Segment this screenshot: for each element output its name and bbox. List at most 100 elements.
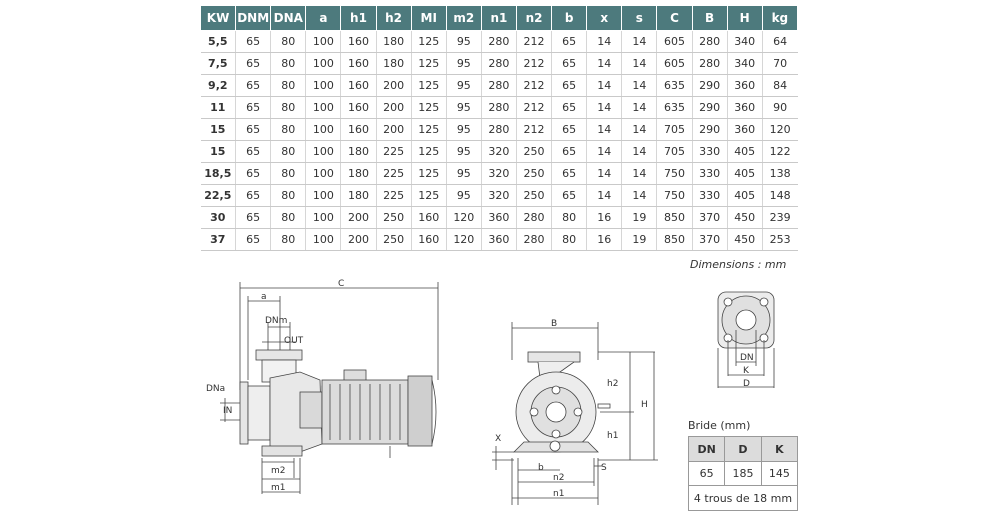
spec-cell: 65 [551, 30, 588, 53]
spec-cell: 370 [692, 206, 728, 229]
spec-cell: 65 [235, 228, 272, 251]
spec-cell: 200 [340, 206, 377, 229]
spec-cell: 65 [235, 184, 272, 207]
spec-cell: 280 [692, 52, 728, 75]
spec-cell: 100 [305, 30, 342, 53]
spec-cell: 64 [762, 30, 798, 53]
spec-cell: 100 [305, 52, 342, 75]
side-view-drawing [220, 282, 439, 494]
spec-cell: 330 [692, 162, 728, 185]
spec-cell: 120 [446, 206, 482, 229]
spec-cell: 635 [656, 96, 693, 119]
spec-cell: 635 [656, 74, 693, 97]
spec-cell: 37 [200, 228, 237, 251]
spec-cell: 80 [270, 228, 307, 251]
spec-cell: 100 [305, 96, 342, 119]
spec-cell: 16 [586, 228, 623, 251]
label-h2: h2 [607, 379, 618, 389]
spec-header-cell: MI [410, 5, 447, 31]
bride-table: DN D K 65 185 145 4 trous de 18 mm [687, 436, 799, 511]
spec-cell: 95 [446, 52, 482, 75]
spec-cell: 212 [516, 118, 553, 141]
spec-cell: 705 [656, 140, 693, 163]
spec-cell: 160 [411, 206, 447, 229]
bride-header-d: D [724, 436, 762, 462]
bride-header-k: K [760, 436, 799, 462]
label-s: S [601, 463, 607, 473]
spec-cell: 90 [762, 96, 798, 119]
label-dn: DN [740, 353, 754, 363]
spec-cell: 65 [551, 96, 588, 119]
spec-cell: 14 [586, 52, 623, 75]
spec-cell: 80 [270, 162, 307, 185]
spec-cell: 120 [762, 118, 798, 141]
spec-cell: 280 [481, 30, 517, 53]
spec-cell: 160 [411, 228, 447, 251]
spec-cell: 290 [692, 96, 728, 119]
spec-cell: 200 [376, 118, 412, 141]
label-b: b [538, 463, 544, 473]
spec-cell: 360 [727, 118, 763, 141]
label-c: C [338, 279, 344, 289]
spec-cell: 95 [446, 140, 482, 163]
spec-cell: 212 [516, 52, 553, 75]
spec-cell: 65 [235, 96, 272, 119]
spec-cell: 330 [692, 184, 728, 207]
spec-cell: 80 [270, 206, 307, 229]
spec-cell: 65 [551, 52, 588, 75]
spec-header-cell: x [586, 5, 623, 31]
spec-cell: 14 [621, 96, 658, 119]
spec-cell: 200 [376, 96, 412, 119]
label-dnm: DNm [265, 316, 287, 326]
spec-cell: 80 [270, 96, 307, 119]
spec-cell: 750 [656, 162, 693, 185]
spec-header-cell: n2 [515, 5, 553, 31]
spec-header-cell: b [551, 5, 588, 31]
spec-cell: 80 [551, 228, 588, 251]
spec-header-cell: kg [761, 5, 799, 31]
spec-cell: 125 [411, 96, 447, 119]
spec-header-cell: h2 [375, 5, 412, 31]
spec-cell: 320 [481, 184, 517, 207]
label-out: OUT [284, 336, 304, 346]
spec-cell: 15 [200, 118, 237, 141]
spec-cell: 705 [656, 118, 693, 141]
spec-cell: 80 [270, 52, 307, 75]
spec-cell: 95 [446, 118, 482, 141]
spec-cell: 65 [235, 206, 272, 229]
spec-cell: 80 [270, 30, 307, 53]
spec-cell: 125 [411, 118, 447, 141]
label-a: a [261, 292, 267, 302]
label-k: K [743, 366, 750, 376]
bride-value-dn: 65 [687, 461, 726, 486]
spec-cell: 212 [516, 30, 553, 53]
spec-cell: 125 [411, 74, 447, 97]
bride-note-row: 4 trous de 18 mm [688, 485, 798, 511]
spec-cell: 100 [305, 206, 342, 229]
spec-cell: 95 [446, 184, 482, 207]
spec-cell: 65 [235, 52, 272, 75]
spec-cell: 200 [340, 228, 377, 251]
spec-cell: 360 [481, 206, 517, 229]
spec-cell: 160 [340, 118, 377, 141]
spec-cell: 160 [340, 96, 377, 119]
flange-view-drawing [717, 291, 775, 388]
spec-cell: 750 [656, 184, 693, 207]
spec-cell: 250 [516, 162, 553, 185]
bride-header-row: DN D K [687, 436, 799, 462]
spec-cell: 360 [481, 228, 517, 251]
spec-cell: 14 [586, 96, 623, 119]
spec-cell: 450 [727, 206, 763, 229]
spec-header-cell: n1 [480, 5, 517, 31]
spec-cell: 30 [200, 206, 237, 229]
spec-header-cell: s [621, 5, 658, 31]
spec-cell: 80 [270, 118, 307, 141]
spec-cell: 360 [727, 74, 763, 97]
spec-cell: 100 [305, 228, 342, 251]
spec-header-cell: C [656, 5, 693, 31]
label-n2: n2 [553, 473, 564, 483]
spec-cell: 405 [727, 140, 763, 163]
label-in: IN [223, 406, 232, 416]
